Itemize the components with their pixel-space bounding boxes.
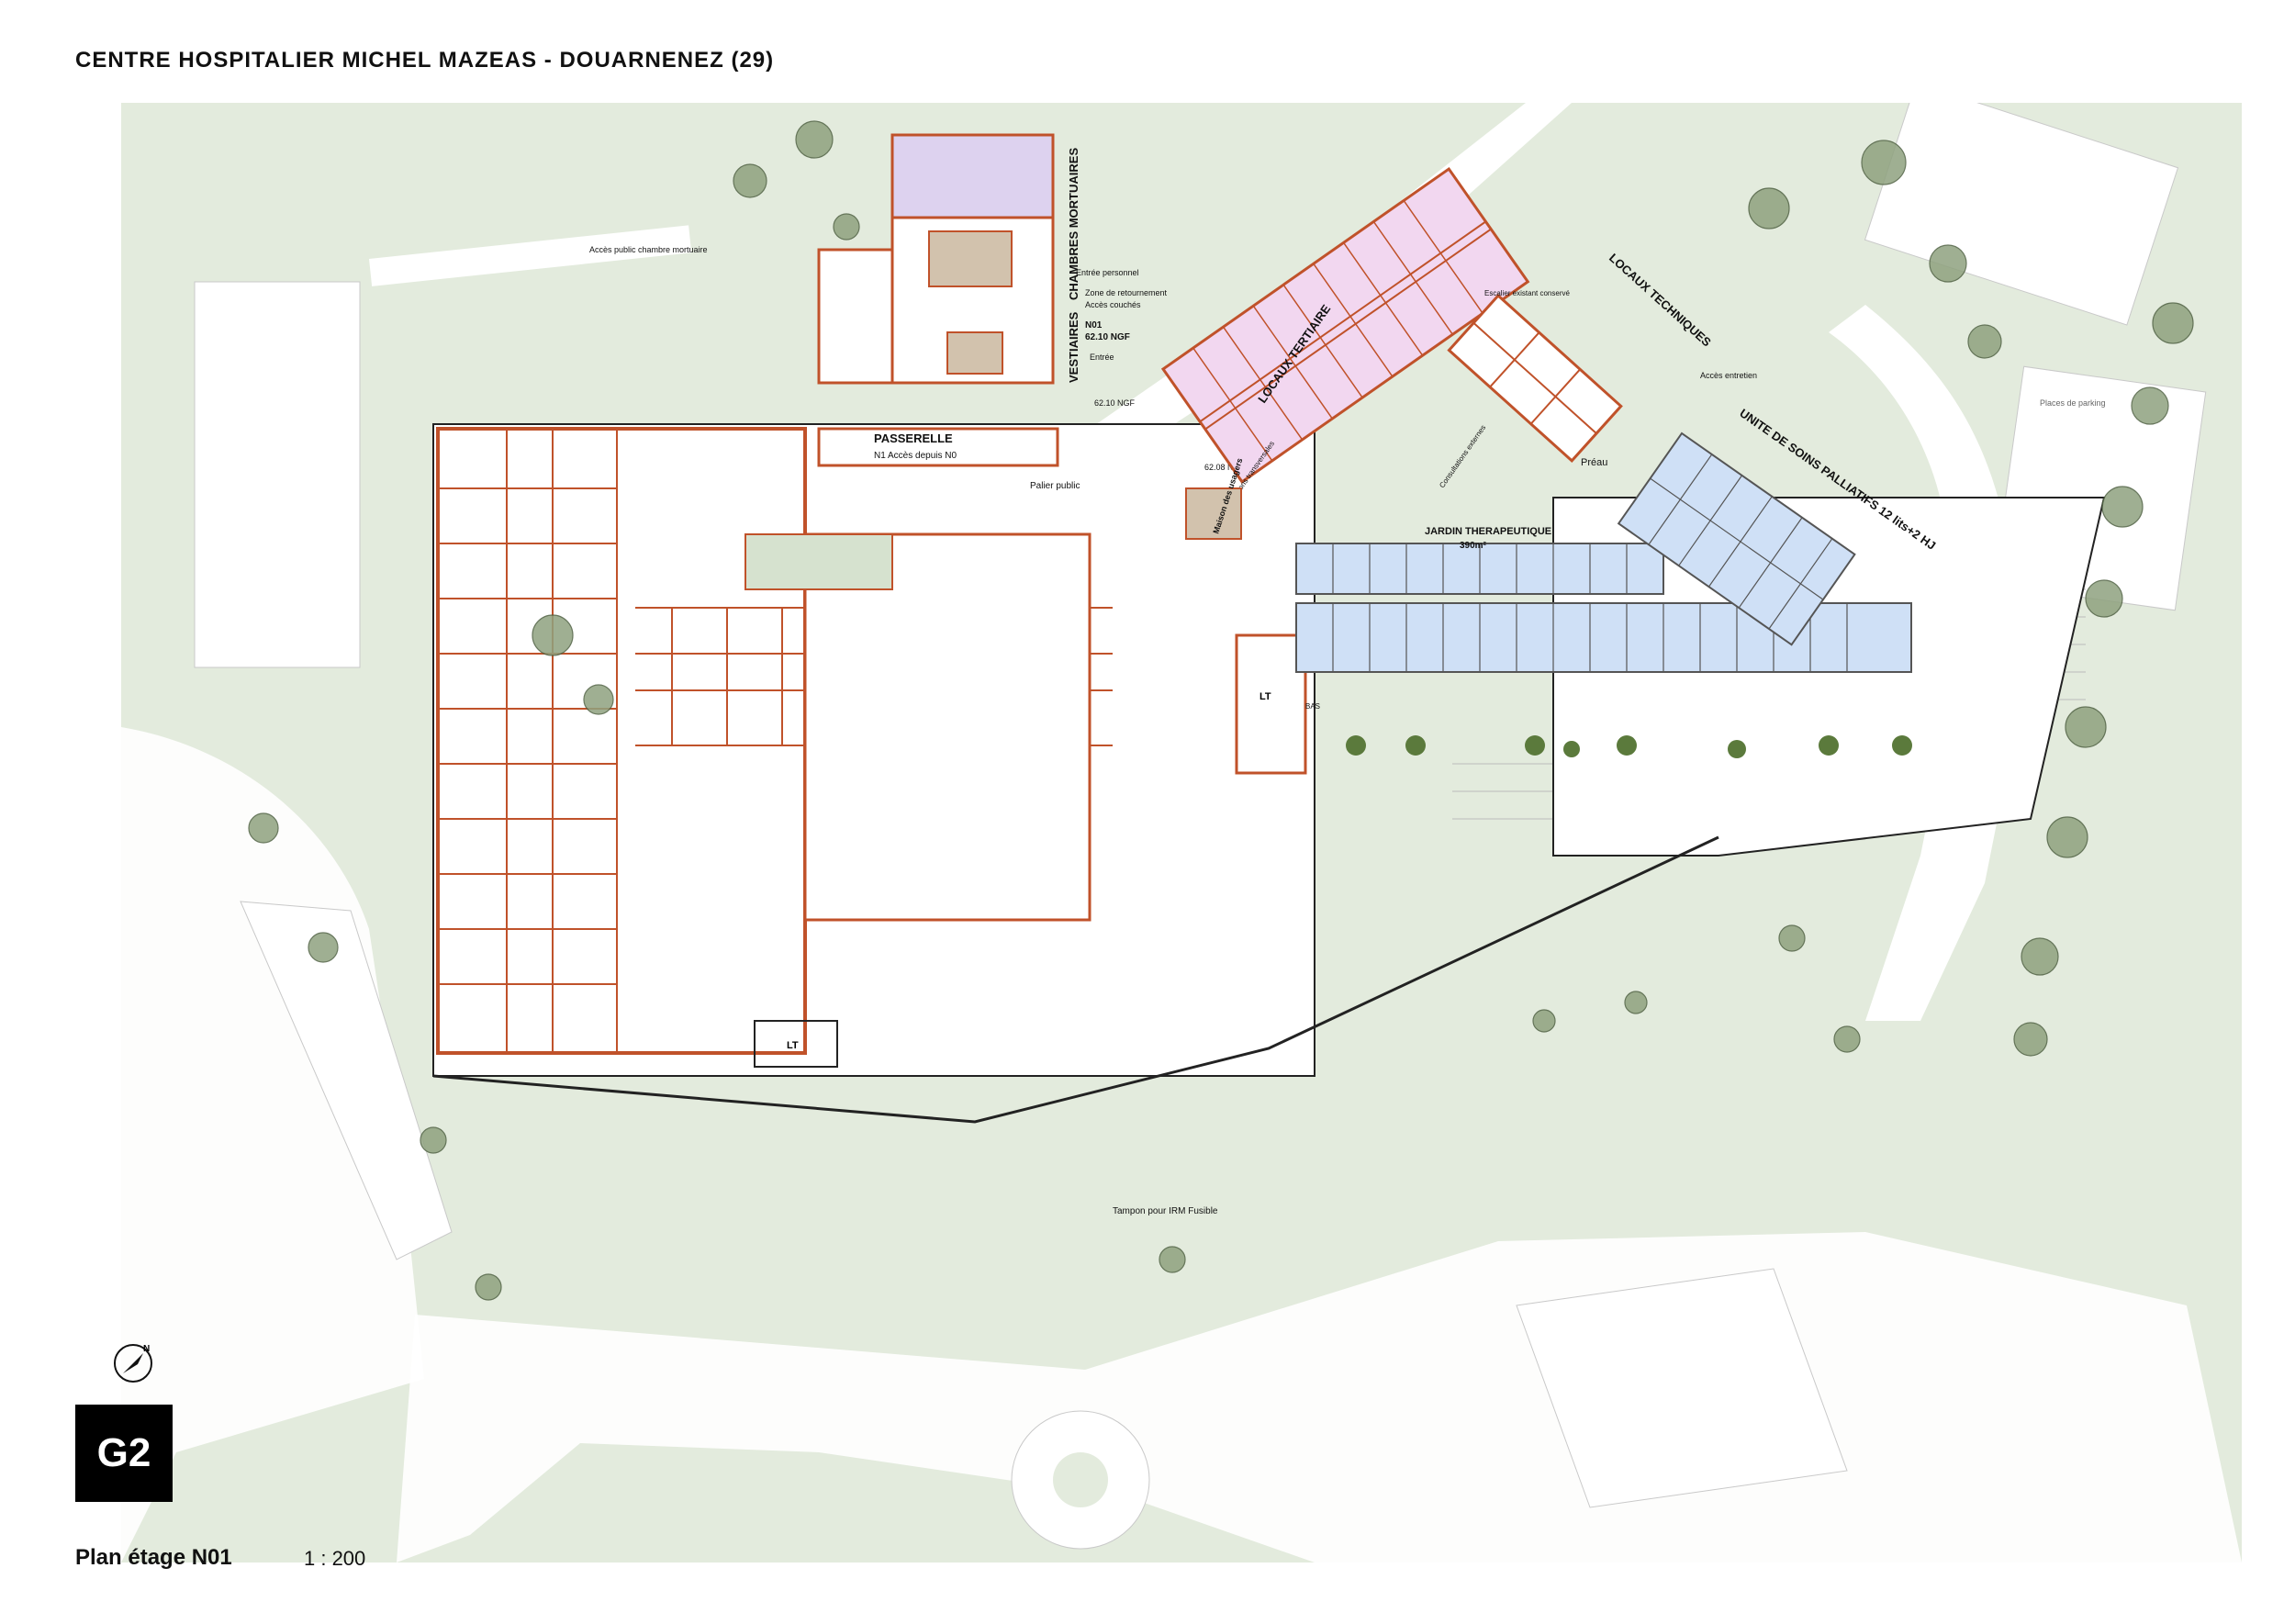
tree: [1532, 1009, 1556, 1033]
parking-west: [240, 901, 453, 1260]
tree: [1624, 991, 1648, 1014]
tertiary-wing-corridor: [1199, 220, 1492, 431]
palier-label: Palier public: [1030, 481, 1080, 491]
tree: [420, 1126, 447, 1154]
shrub: [1819, 735, 1839, 756]
tree: [2013, 1022, 2048, 1057]
lt-area-2: [1235, 633, 1307, 775]
trees: [248, 120, 2194, 1301]
shrubs: [1346, 735, 1912, 758]
escalier-label: Escalier existant conservé: [1484, 289, 1570, 297]
mortuary-access-label: Accès public chambre mortuaire: [589, 245, 708, 254]
tree: [1861, 140, 1907, 185]
east-core: [803, 532, 1092, 922]
tree: [475, 1273, 502, 1301]
shrub: [1346, 735, 1366, 756]
sheet-badge: G2: [75, 1405, 173, 1502]
tree: [1778, 924, 1806, 952]
tree: [833, 213, 860, 241]
tree: [1833, 1025, 1861, 1053]
tertiary-wing-partitions: [1192, 200, 1483, 462]
tree: [2085, 579, 2123, 618]
technical-wing-partitions: [1472, 321, 1597, 434]
lt-label-1: LT: [787, 1040, 799, 1051]
courtyard: [744, 533, 893, 590]
n01-level-label: 62.10 NGF: [1085, 332, 1130, 342]
tree: [2046, 816, 2088, 858]
shrub: [1892, 735, 1912, 756]
mortuary-tech-2: [946, 331, 1003, 375]
west-wing: [436, 427, 807, 1055]
page-title: CENTRE HOSPITALIER MICHEL MAZEAS - DOUAR…: [75, 48, 775, 73]
tree: [2021, 937, 2059, 976]
roundabout-center: [1053, 1452, 1108, 1507]
tree: [1748, 187, 1790, 230]
tree: [1159, 1246, 1186, 1273]
preau-label: Préau: [1581, 457, 1607, 468]
scale-label: 1 : 200: [304, 1547, 366, 1570]
mortuary-block: [890, 133, 1055, 219]
tree: [308, 932, 339, 963]
palliative-wing-south: [1295, 602, 1912, 673]
n01-label: N01: [1085, 320, 1103, 330]
entree-label: Entrée: [1090, 353, 1114, 362]
compass-ring: [114, 1344, 152, 1383]
jardin-label: JARDIN THERAPEUTIQUE: [1425, 526, 1551, 537]
bas-label: BAS: [1305, 702, 1320, 711]
acces-entretien-label: Accès entretien: [1700, 371, 1757, 380]
tree: [2101, 486, 2144, 528]
tree: [2152, 302, 2194, 344]
entree-personnel-label: Entrée personnel: [1076, 268, 1139, 277]
site-plan: Places de parking PASSERELLE N1 Accès de…: [121, 103, 2242, 1562]
shrub: [1525, 735, 1545, 756]
tree: [733, 163, 767, 198]
palliative-diagonal: [1617, 431, 1856, 646]
shrub: [1617, 735, 1637, 756]
tertiary-wing: [1160, 166, 1530, 484]
north-arrow-icon: [123, 1353, 143, 1373]
road-east: [1829, 305, 2021, 1021]
plan-caption: Plan étage N01: [75, 1545, 232, 1570]
south-edge-line: [432, 835, 1719, 1124]
jardin-area-label: 390m²: [1460, 541, 1487, 551]
acces-couches-label: Accès couchés: [1085, 300, 1141, 309]
mortuary-tech-1: [928, 230, 1013, 287]
compass: N: [114, 1344, 152, 1383]
level-b-label: 62.08 NGF: [1204, 463, 1246, 472]
palliative-diagonal-partitions: [1648, 454, 1833, 630]
lt-area-1: [754, 1020, 838, 1068]
zone-label: Zone de retournement: [1085, 288, 1168, 297]
passerelle-label: PASSERELLE: [874, 431, 953, 445]
tree: [1929, 244, 1967, 283]
shrub: [1405, 735, 1426, 756]
technical-wing: [1447, 293, 1623, 464]
tree: [583, 684, 614, 715]
chambres-label: CHAMBRES MORTUAIRES: [1067, 148, 1080, 300]
tampon-label: Tampon pour IRM Fusible: [1113, 1206, 1218, 1216]
mortuary-side: [817, 248, 894, 385]
tree: [248, 812, 279, 844]
shrub: [1563, 741, 1580, 757]
maison-usagers-block: [1185, 487, 1242, 540]
east-plaza: [1552, 497, 2106, 857]
passerelle-bar: [817, 427, 1059, 467]
tree: [2131, 386, 2169, 425]
vestiaires-label: VESTIAIRES: [1067, 311, 1080, 383]
palliative-partitions: [1332, 543, 1848, 672]
level-a-label: 62.10 NGF: [1094, 398, 1136, 408]
lt-label-2: LT: [1259, 691, 1271, 702]
compass-label: N: [143, 1344, 150, 1354]
shrub: [1728, 740, 1746, 758]
tree: [532, 614, 574, 656]
tree: [1967, 324, 2002, 359]
parking-east-label: Places de parking: [2040, 398, 2106, 408]
road-north-west: [369, 225, 692, 286]
parking-north-west: [194, 281, 361, 668]
parking-south-east: [1516, 1268, 1848, 1508]
tree: [795, 120, 834, 159]
passerelle-sub: N1 Accès depuis N0: [874, 451, 957, 461]
tree: [2065, 706, 2107, 748]
